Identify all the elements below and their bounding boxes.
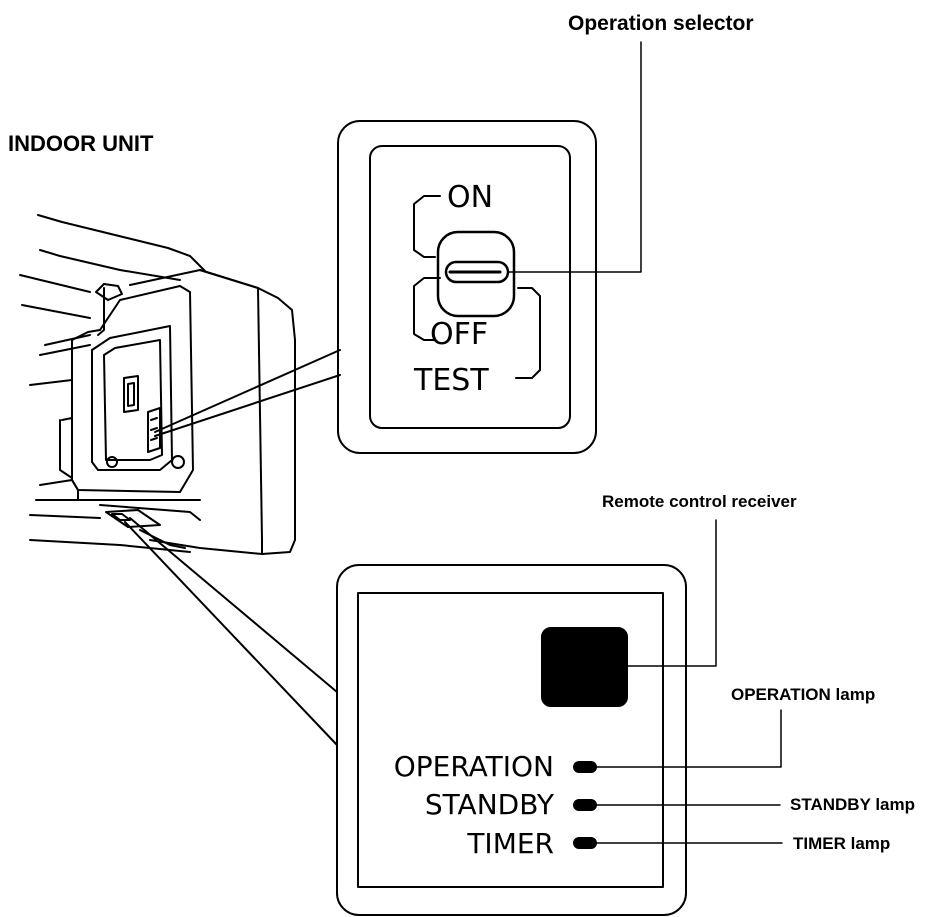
operation-selector-leader bbox=[507, 41, 642, 273]
selector-position-on: ON bbox=[447, 180, 494, 215]
selector-panel bbox=[337, 120, 597, 454]
zoom-leader-bottom bbox=[154, 374, 341, 437]
indoor-unit-heading: INDOOR UNIT bbox=[8, 131, 154, 156]
standby-lamp-callout: STANDBY lamp bbox=[790, 795, 916, 814]
operation-lamp-label: OPERATION bbox=[393, 750, 554, 783]
indoor-unit-illustration bbox=[19, 214, 296, 555]
standby-lamp bbox=[573, 799, 597, 811]
zoom-leader-receiver-top bbox=[129, 517, 338, 693]
timer-lamp-label: TIMER bbox=[467, 827, 554, 860]
operation-selector-callout: Operation selector bbox=[568, 12, 754, 35]
selector-position-test: TEST bbox=[414, 363, 489, 398]
selector-position-off: OFF bbox=[430, 317, 489, 352]
remote-receiver-leader bbox=[626, 519, 717, 667]
display-panel bbox=[336, 564, 687, 916]
timer-lamp-callout: TIMER lamp bbox=[793, 834, 891, 853]
operation-lamp-leader bbox=[595, 709, 782, 768]
remote-control-receiver-callout: Remote control receiver bbox=[602, 492, 797, 511]
operation-lamp bbox=[573, 761, 597, 773]
timer-lamp bbox=[573, 837, 597, 849]
standby-lamp-label: STANDBY bbox=[424, 788, 554, 821]
operation-lamp-callout: OPERATION lamp bbox=[731, 685, 876, 704]
zoom-leader-top bbox=[154, 349, 341, 433]
zoom-leader-receiver-bottom bbox=[124, 521, 338, 746]
remote-control-receiver-window bbox=[541, 627, 628, 707]
